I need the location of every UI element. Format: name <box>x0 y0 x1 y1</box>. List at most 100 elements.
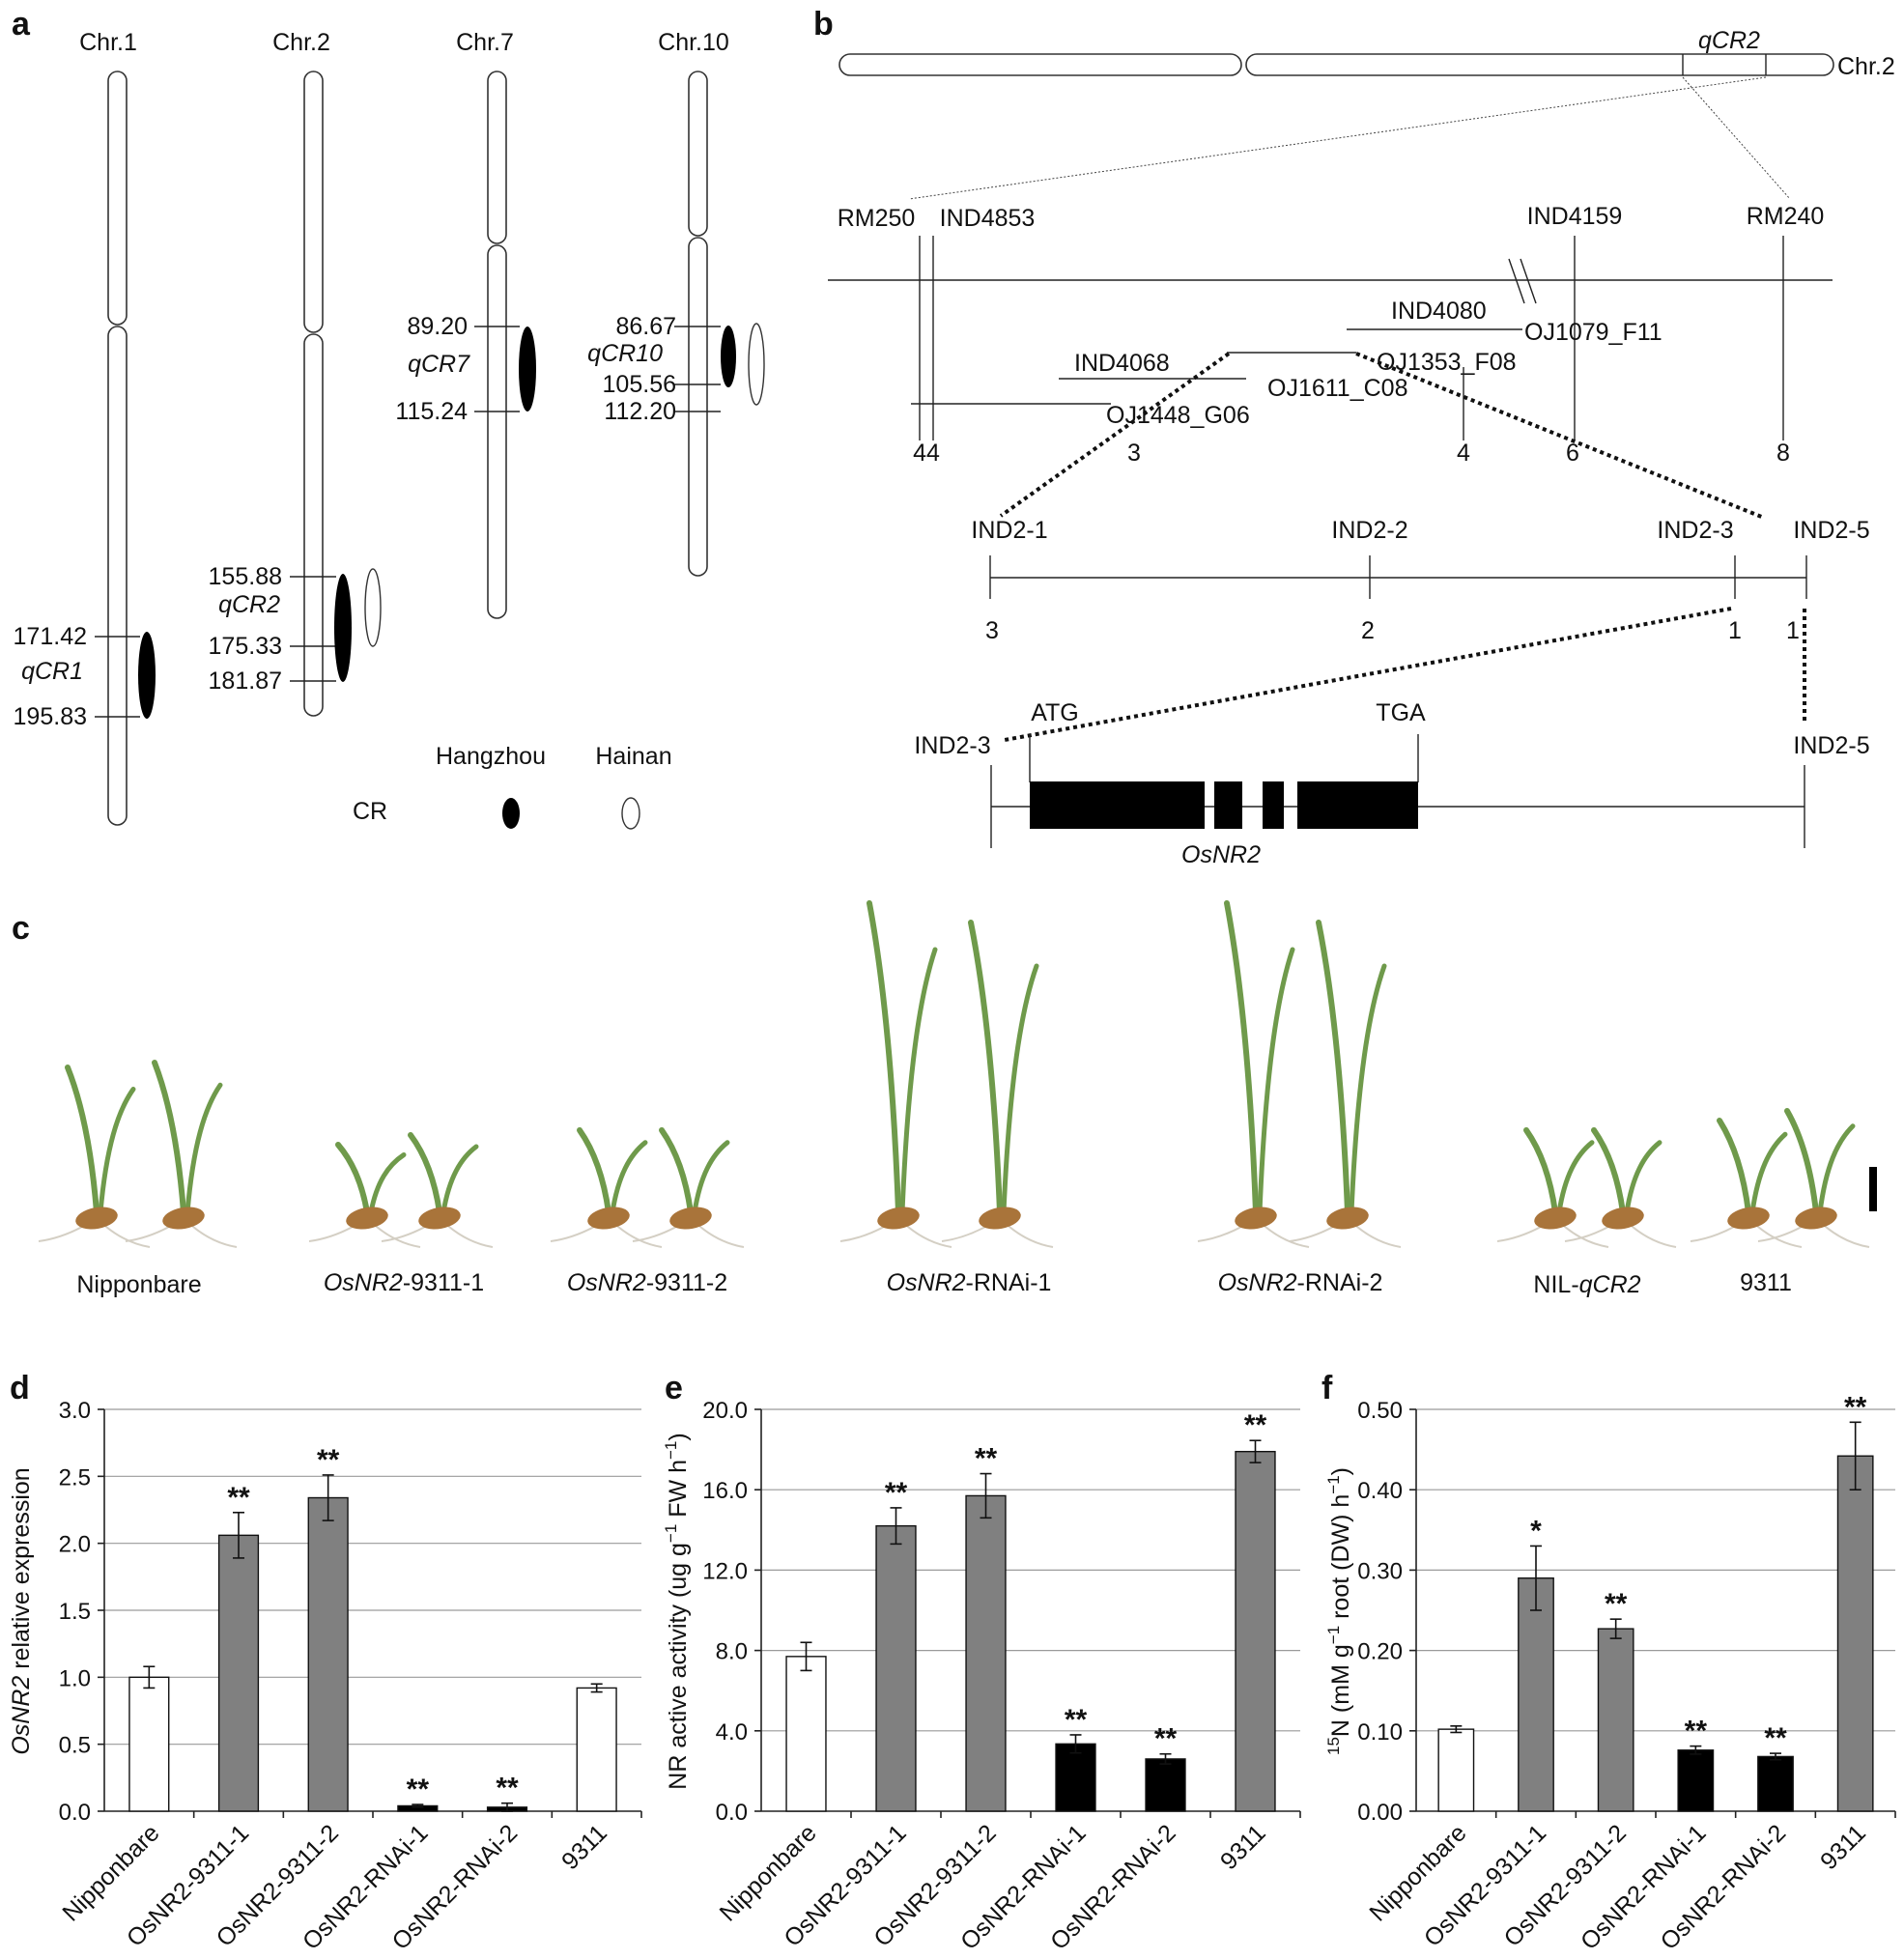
zoom-dots-right <box>1355 352 1765 520</box>
qcr1-hangzhou-marker <box>138 632 156 719</box>
bar <box>1055 1743 1096 1812</box>
panel-d-label: d <box>10 1370 30 1406</box>
gene-marker-ind2-3: IND2-3 <box>914 732 990 759</box>
chr2-schematic-short <box>838 53 1242 76</box>
significance-mark: ** <box>1764 1722 1787 1754</box>
qcr2-hangzhou-marker <box>334 574 352 682</box>
y-tick-label: 1.0 <box>59 1665 91 1691</box>
chart-e-ylabel: NR active activity (ug g−1 FW h−1) <box>662 1433 692 1789</box>
y-tick-label: 0.40 <box>1357 1478 1403 1504</box>
bar <box>785 1656 827 1812</box>
significance-mark: ** <box>317 1444 340 1476</box>
chart-d-ylabel: OsNR2 relative expression <box>8 1467 35 1754</box>
marker-ind2-3: IND2-3 <box>1657 517 1733 544</box>
count-3: 3 <box>1127 440 1141 467</box>
chr2-map-label: Chr.2 <box>1837 53 1895 80</box>
seedling-grain <box>877 1207 920 1230</box>
seedling-leaf <box>577 1127 611 1215</box>
line-label-nipponbare: Nipponbare <box>76 1271 201 1298</box>
significance-mark: ** <box>1605 1588 1628 1620</box>
count-4: 4 <box>1457 440 1470 467</box>
seedling-leaf <box>98 1087 136 1215</box>
seedling-leaf <box>1001 963 1039 1215</box>
exon-3 <box>1263 781 1284 829</box>
chr1-pos-1: 171.42 <box>14 623 87 650</box>
clone-label-ind4080: IND4080 <box>1391 298 1487 325</box>
seedling-leaf <box>659 1127 694 1215</box>
count-8: 8 <box>1776 440 1790 467</box>
chr2-short-arm <box>303 71 324 333</box>
seedling-leaf <box>65 1065 99 1215</box>
panel-c-label: c <box>12 910 30 947</box>
significance-mark: ** <box>407 1774 430 1805</box>
bar <box>875 1524 917 1812</box>
chr7-short-arm <box>487 71 507 244</box>
seedling-leaf <box>692 1140 730 1215</box>
panel-e: e NR active activity (ug g−1 FW h−1) 0.0… <box>662 1370 1301 1955</box>
seedling-leaf <box>968 920 1003 1215</box>
panel-a: a Chr.1 Chr.2 Chr.7 Chr.10 171.42 qCR1 1… <box>12 6 765 830</box>
y-tick-label: 12.0 <box>702 1558 748 1584</box>
significance-mark: ** <box>496 1773 519 1804</box>
qcr7-hangzhou-marker <box>519 326 536 412</box>
seedling-grain <box>1235 1207 1277 1230</box>
chr10-pos-1: 86.67 <box>615 313 676 340</box>
seedling-leaf <box>1556 1140 1595 1215</box>
map-break-1 <box>1508 258 1525 304</box>
panel-b: b qCR2 Chr.2 RM250 IND4853 IND4159 RM240… <box>813 6 1895 868</box>
y-tick-label: 0.00 <box>1357 1800 1403 1826</box>
legend-hainan: Hainan <box>595 743 671 770</box>
bar <box>1836 1455 1874 1812</box>
seedling-grain <box>162 1207 205 1230</box>
chart-f: 0.000.100.200.300.400.50Nipponbare*OsNR2… <box>1357 1391 1896 1955</box>
seedling-leaf <box>899 947 938 1215</box>
bar <box>217 1534 260 1812</box>
marker-ind2-5: IND2-5 <box>1793 517 1869 544</box>
zoom-line-right <box>1682 76 1791 200</box>
legend-hangzhou-symbol <box>502 798 520 829</box>
clone-label-oj1353: OJ1353_F08 <box>1377 349 1517 376</box>
y-tick-label: 0.0 <box>59 1800 91 1826</box>
y-tick-label: 1.5 <box>59 1599 91 1625</box>
seedling-leaf <box>1717 1118 1751 1215</box>
significance-mark: ** <box>1244 1409 1267 1441</box>
bar <box>1757 1755 1794 1812</box>
marker-ind4159: IND4159 <box>1527 203 1623 230</box>
clone-label-oj1079: OJ1079_F11 <box>1524 319 1662 346</box>
qcr10-label: qCR10 <box>587 340 663 367</box>
count-44: 44 <box>913 440 940 467</box>
y-tick-label: 16.0 <box>702 1478 748 1504</box>
bar <box>128 1676 170 1812</box>
chr10-pos-2: 105.56 <box>603 371 676 398</box>
fine-count-3: 3 <box>985 617 999 644</box>
y-tick-label: 0.20 <box>1357 1639 1403 1665</box>
fine-count-2: 2 <box>1361 617 1375 644</box>
zoom-dots-left <box>999 352 1231 518</box>
significance-mark: ** <box>227 1482 250 1514</box>
gene-marker-ind2-5: IND2-5 <box>1793 732 1869 759</box>
chr2-pos-2: 175.33 <box>209 633 282 660</box>
y-tick-label: 20.0 <box>702 1398 748 1424</box>
chr1-title: Chr.1 <box>79 29 137 56</box>
bar <box>1597 1628 1634 1812</box>
seedling-leaf <box>335 1142 370 1215</box>
chr10-short-arm <box>688 71 708 237</box>
bar <box>965 1494 1007 1812</box>
marker-rm240: RM240 <box>1747 203 1825 230</box>
qcr10-hainan-marker <box>748 323 765 406</box>
seedling-leaf <box>1591 1127 1626 1215</box>
seedling-grain <box>669 1207 712 1230</box>
y-tick-label: 0.10 <box>1357 1719 1403 1746</box>
panel-e-label: e <box>665 1370 683 1406</box>
significance-mark: ** <box>1685 1716 1708 1747</box>
bar <box>1437 1728 1475 1812</box>
bar <box>1518 1577 1554 1812</box>
panel-c: c Nipponbare OsNR2-9311-1 OsNR2-9311-2 O… <box>12 900 1877 1298</box>
line-label-rnai-1: OsNR2-RNAi-1 <box>887 1269 1052 1296</box>
seedling-grain <box>418 1207 461 1230</box>
clone-label-oj1448: OJ1448_G06 <box>1106 402 1250 429</box>
y-tick-label: 0.0 <box>716 1800 748 1826</box>
seedling-grain <box>75 1207 118 1230</box>
x-tick-label: 9311 <box>556 1819 612 1875</box>
